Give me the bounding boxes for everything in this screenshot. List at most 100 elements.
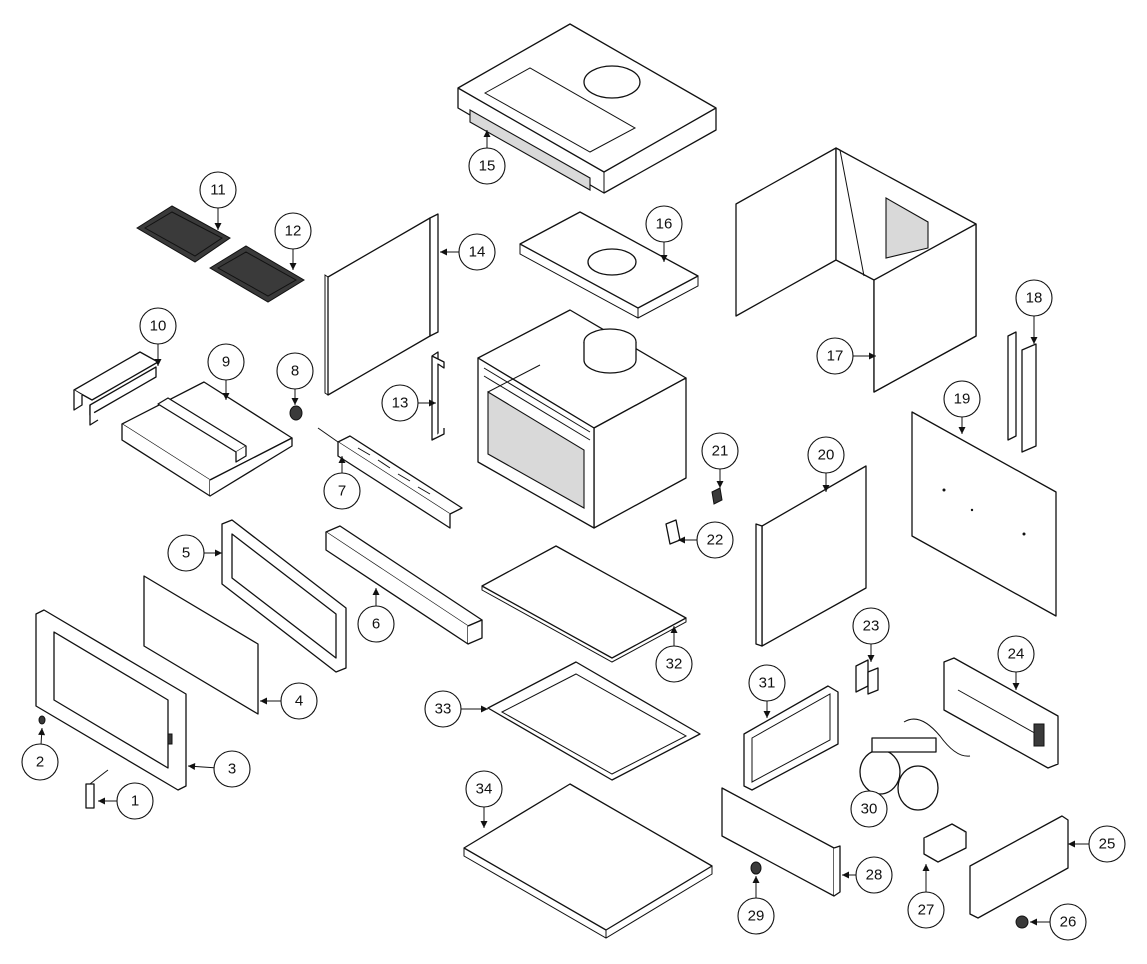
callout-1-circle bbox=[116, 782, 154, 820]
callout-21-label: 21 bbox=[712, 443, 729, 460]
part-24-control-board bbox=[943, 657, 1059, 769]
callout-30-circle bbox=[850, 790, 888, 828]
callout-23-arrow bbox=[867, 655, 875, 662]
part-27-switch-box bbox=[923, 823, 967, 863]
callout-25-label: 25 bbox=[1099, 836, 1116, 853]
part-31-frame bbox=[743, 685, 839, 791]
part-21-clip bbox=[711, 487, 723, 505]
callout-17-label: 17 bbox=[827, 348, 844, 365]
part-15-top-cover bbox=[457, 23, 717, 194]
part-19-back-panel bbox=[911, 411, 1057, 617]
callout-28: 28 bbox=[842, 856, 893, 894]
callout-8-label: 8 bbox=[291, 363, 299, 380]
callout-11-arrow bbox=[214, 223, 222, 230]
callout-16-circle bbox=[645, 205, 683, 243]
callout-13-label: 13 bbox=[392, 395, 409, 412]
callout-30-label: 30 bbox=[861, 801, 878, 818]
callout-5-arrow bbox=[215, 549, 222, 557]
callout-9-circle bbox=[207, 343, 245, 381]
callout-21: 21 bbox=[701, 432, 739, 488]
callout-8: 8 bbox=[276, 352, 314, 405]
callout-18-arrow bbox=[1030, 337, 1038, 344]
callout-21-circle bbox=[701, 432, 739, 470]
callout-25-circle bbox=[1088, 825, 1126, 863]
callout-11: 11 bbox=[199, 171, 237, 230]
callout-29-circle bbox=[737, 897, 775, 935]
part-28-front-panel bbox=[721, 787, 841, 897]
callout-6-circle bbox=[357, 605, 395, 643]
callout-8-arrow bbox=[291, 398, 299, 405]
callout-17: 17 bbox=[816, 337, 876, 375]
callout-11-circle bbox=[199, 171, 237, 209]
part-4-glass bbox=[143, 575, 259, 715]
firebox-assembly bbox=[477, 309, 687, 529]
part-11-grate bbox=[136, 205, 231, 263]
callout-31-label: 31 bbox=[759, 675, 776, 692]
part-8-knob bbox=[289, 405, 303, 421]
callout-1: 1 bbox=[98, 782, 154, 820]
callout-34: 34 bbox=[465, 770, 503, 828]
callout-17-circle bbox=[816, 337, 854, 375]
callout-18-label: 18 bbox=[1026, 290, 1043, 307]
callout-26-circle bbox=[1049, 903, 1087, 941]
callout-24-label: 24 bbox=[1008, 646, 1025, 663]
callout-9: 9 bbox=[207, 343, 245, 400]
part-14-side-panel bbox=[324, 213, 439, 396]
part-5-glass-frame bbox=[221, 519, 347, 673]
callout-27-circle bbox=[907, 891, 945, 929]
callout-15-arrow bbox=[483, 130, 491, 137]
callout-24: 24 bbox=[997, 635, 1035, 690]
callout-29: 29 bbox=[737, 876, 775, 935]
callout-26-label: 26 bbox=[1060, 914, 1077, 931]
callout-18: 18 bbox=[1015, 279, 1053, 344]
callout-17-arrow bbox=[869, 352, 876, 360]
callout-6: 6 bbox=[357, 588, 395, 643]
callout-23-label: 23 bbox=[863, 618, 880, 635]
callout-29-label: 29 bbox=[748, 908, 765, 925]
callout-10-arrow bbox=[154, 359, 162, 366]
callout-12-circle bbox=[274, 212, 312, 250]
part-33-tray bbox=[487, 661, 701, 781]
callout-20-circle bbox=[807, 436, 845, 474]
callout-19-label: 19 bbox=[954, 391, 971, 408]
callout-3-arrow bbox=[188, 762, 196, 770]
callout-20-label: 20 bbox=[818, 447, 835, 464]
callout-5-label: 5 bbox=[182, 545, 190, 562]
part-6-trim-bar bbox=[325, 525, 483, 645]
callout-21-arrow bbox=[716, 481, 724, 488]
callout-4: 4 bbox=[260, 682, 318, 720]
callout-1-arrow bbox=[98, 797, 105, 805]
part-16-heat-shield bbox=[519, 211, 699, 319]
callout-27-arrow bbox=[922, 864, 930, 871]
callout-4-arrow bbox=[260, 697, 267, 705]
callout-33-arrow bbox=[481, 705, 488, 713]
part-22-fitting bbox=[665, 519, 681, 545]
part-26-knob bbox=[1015, 915, 1029, 929]
callout-10-circle bbox=[139, 307, 177, 345]
callout-6-arrow bbox=[372, 588, 380, 595]
callout-13-arrow bbox=[429, 399, 436, 407]
callout-3: 3 bbox=[187, 750, 251, 788]
callout-16-arrow bbox=[660, 255, 668, 262]
callout-16: 16 bbox=[645, 205, 683, 262]
part-30-blowers bbox=[859, 718, 971, 811]
callout-25-arrow bbox=[1068, 840, 1075, 848]
callout-13: 13 bbox=[381, 384, 436, 422]
callout-32-arrow bbox=[670, 626, 678, 633]
callout-23: 23 bbox=[852, 607, 890, 662]
callout-33-label: 33 bbox=[435, 701, 452, 718]
part-23-bracket bbox=[855, 659, 879, 695]
callout-19-arrow bbox=[958, 427, 966, 434]
callout-6-label: 6 bbox=[372, 616, 380, 633]
callout-1-label: 1 bbox=[131, 793, 139, 810]
callout-7-circle bbox=[323, 472, 361, 510]
part-13-bracket bbox=[431, 351, 445, 441]
callout-31-arrow bbox=[763, 711, 771, 718]
part-1-handle bbox=[85, 769, 109, 809]
callout-22-circle bbox=[696, 521, 734, 559]
callout-29-arrow bbox=[752, 876, 760, 883]
callout-14-arrow bbox=[440, 248, 447, 256]
part-25-side-plate bbox=[969, 815, 1069, 919]
part-10-brackets bbox=[73, 351, 159, 426]
callout-15: 15 bbox=[468, 130, 506, 185]
